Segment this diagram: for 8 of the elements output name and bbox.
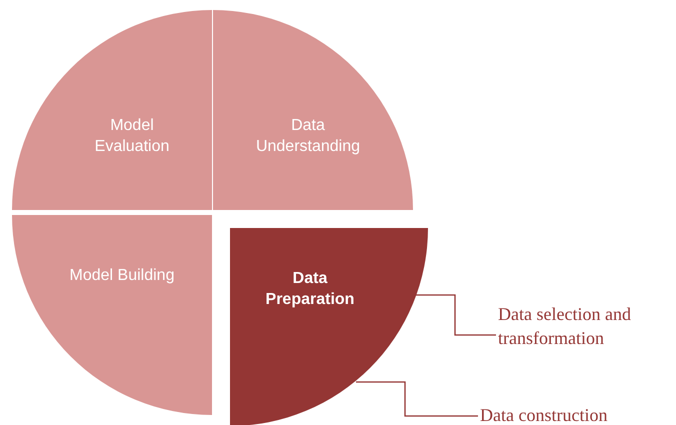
- leader-line: [356, 381, 478, 417]
- segment-label: Model Building: [68, 266, 176, 286]
- leader-line: [416, 294, 496, 336]
- segment-label: Data Preparation: [264, 269, 356, 310]
- segment-label: Model Evaluation: [94, 116, 170, 157]
- callout-text: Data selection and transformation: [498, 302, 676, 350]
- segment-label: Data Understanding: [254, 116, 362, 157]
- callout-text: Data construction: [480, 403, 670, 425]
